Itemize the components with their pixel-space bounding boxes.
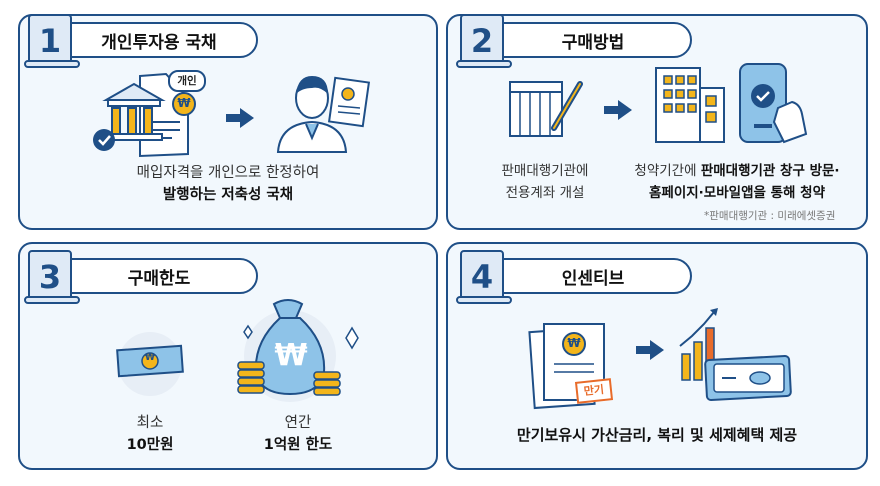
- card3-badge-scroll: [24, 296, 80, 304]
- card1-badge-scroll: [24, 60, 80, 68]
- individual-speech-tag: 개인: [168, 70, 206, 92]
- growth-chart-money-illustration: [679, 308, 792, 401]
- banknote-won-symbol: ₩: [145, 353, 155, 363]
- card4-title: 인센티브: [494, 258, 692, 294]
- card2-badge-scroll: [456, 60, 512, 68]
- card2-number-badge: 2: [460, 14, 504, 68]
- money-bag-illustration: [237, 299, 359, 402]
- card2-left-line2: 전용계좌 개설: [505, 185, 585, 201]
- maturity-won-symbol: ₩: [567, 336, 581, 350]
- card4-badge-scroll: [456, 296, 512, 304]
- bank-book-pen-illustration: [509, 81, 583, 137]
- money-bag-won-symbol: ₩: [274, 338, 308, 373]
- banknote-illustration: [116, 332, 184, 396]
- card3-number-badge: 3: [28, 250, 72, 304]
- arrow-right-icon: [226, 108, 254, 128]
- card3-title: 구매한도: [60, 258, 258, 294]
- building-phone-illustration: [655, 63, 808, 144]
- card3-min-label: 최소: [136, 415, 164, 431]
- card2-title: 구매방법: [494, 22, 692, 58]
- card3-annual-label: 연간: [284, 415, 312, 431]
- card3-min-value: 10만원: [126, 437, 174, 453]
- card4-number-badge: 4: [460, 250, 504, 304]
- won-coin-symbol: ₩: [177, 96, 191, 110]
- arrow-right-icon: [636, 340, 664, 360]
- maturity-stamp-tag: 만기: [574, 378, 614, 404]
- card2-right-line1: 청약기간에 판매대행기관 창구 방문·: [612, 160, 862, 182]
- card2-left-line1: 판매대행기관에: [501, 163, 589, 179]
- card1-description-line1: 매입자격을 개인으로 한정하여: [136, 165, 320, 181]
- card1-description-line2: 발행하는 저축성 국채: [162, 187, 294, 203]
- card1-title: 개인투자용 국채: [60, 22, 258, 58]
- card2-right-line1-bold: 판매대행기관 창구 방문·: [700, 163, 840, 179]
- card3-annual-value: 1억원 한도: [263, 437, 333, 453]
- bank-document-illustration: [93, 72, 196, 158]
- card4-description: 만기보유시 가산금리, 복리 및 세제혜택 제공: [516, 426, 798, 444]
- card2-right-line1-plain: 청약기간에: [634, 163, 701, 179]
- person-with-document-illustration: [276, 76, 371, 153]
- card1-number-badge: 1: [28, 14, 72, 68]
- arrow-right-icon: [604, 100, 632, 120]
- card2-footnote: *판매대행기관 : 미래에셋증권: [704, 210, 836, 222]
- card2-right-line2: 홈페이지·모바일앱을 통해 청약: [649, 185, 825, 201]
